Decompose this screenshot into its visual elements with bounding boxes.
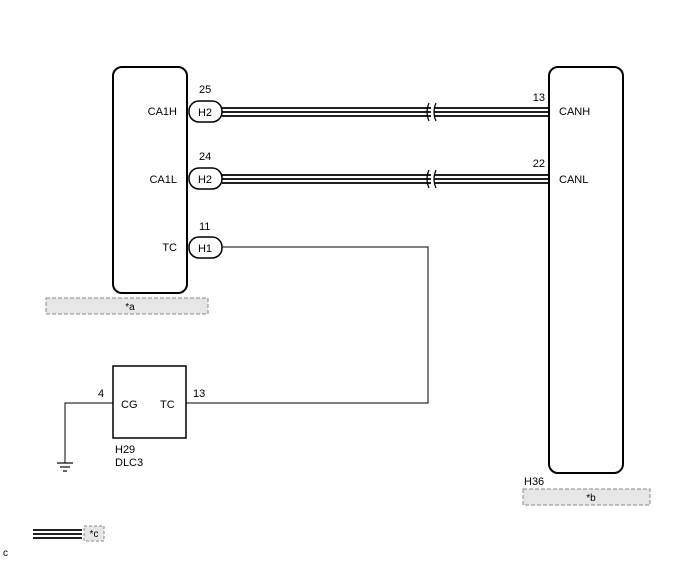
tag-box-c bbox=[83, 525, 105, 542]
wire-break-mark bbox=[426, 169, 430, 189]
right-ecu-box bbox=[548, 66, 624, 474]
connector-pill-ca1l bbox=[188, 167, 223, 190]
dlc3-connector-code: H29 bbox=[115, 444, 135, 456]
pin-number: 11 bbox=[199, 221, 210, 233]
tag-box-b bbox=[522, 488, 651, 506]
pin-number: 4 bbox=[98, 388, 104, 400]
connector-label: H2 bbox=[198, 107, 212, 119]
pin-number: 22 bbox=[533, 158, 545, 170]
pin-label-tc: TC bbox=[162, 242, 177, 254]
left-ecu-box bbox=[112, 66, 188, 294]
ground-icon bbox=[57, 462, 73, 472]
tag-a: *a bbox=[125, 302, 135, 313]
dlc3-name: DLC3 bbox=[115, 457, 143, 469]
pin-number: 24 bbox=[199, 151, 211, 163]
wire-break-mark bbox=[433, 169, 437, 189]
pin-label-ca1l: CA1L bbox=[149, 174, 177, 186]
ground-wire bbox=[64, 402, 113, 463]
dlc3-pin-cg: CG bbox=[121, 399, 138, 411]
pin-number: 13 bbox=[533, 92, 545, 104]
connector-label: H1 bbox=[198, 243, 212, 255]
tag-box-a bbox=[45, 297, 209, 315]
connector-label: H2 bbox=[198, 174, 212, 186]
pin-label-canh: CANH bbox=[559, 106, 590, 118]
corner-letter: c bbox=[3, 548, 8, 559]
pin-number: 13 bbox=[193, 388, 205, 400]
wire-break-mark bbox=[433, 102, 437, 122]
tc-wire bbox=[186, 246, 429, 404]
legend-twisted-wire-symbol bbox=[33, 529, 82, 539]
tag-b: *b bbox=[586, 493, 596, 504]
can-high-wire bbox=[222, 102, 549, 122]
pin-number: 25 bbox=[199, 84, 211, 96]
dlc3-pin-tc: TC bbox=[160, 399, 175, 411]
connector-pill-ca1h bbox=[188, 100, 223, 123]
right-ecu-connector-code: H36 bbox=[524, 476, 544, 488]
pin-label-ca1h: CA1H bbox=[148, 106, 177, 118]
pin-label-canl: CANL bbox=[559, 174, 588, 186]
tag-c: *c bbox=[90, 529, 99, 540]
dlc3-box bbox=[112, 365, 187, 439]
wire-break-mark bbox=[426, 102, 430, 122]
connector-pill-tc bbox=[188, 236, 223, 259]
can-low-wire bbox=[222, 169, 549, 189]
